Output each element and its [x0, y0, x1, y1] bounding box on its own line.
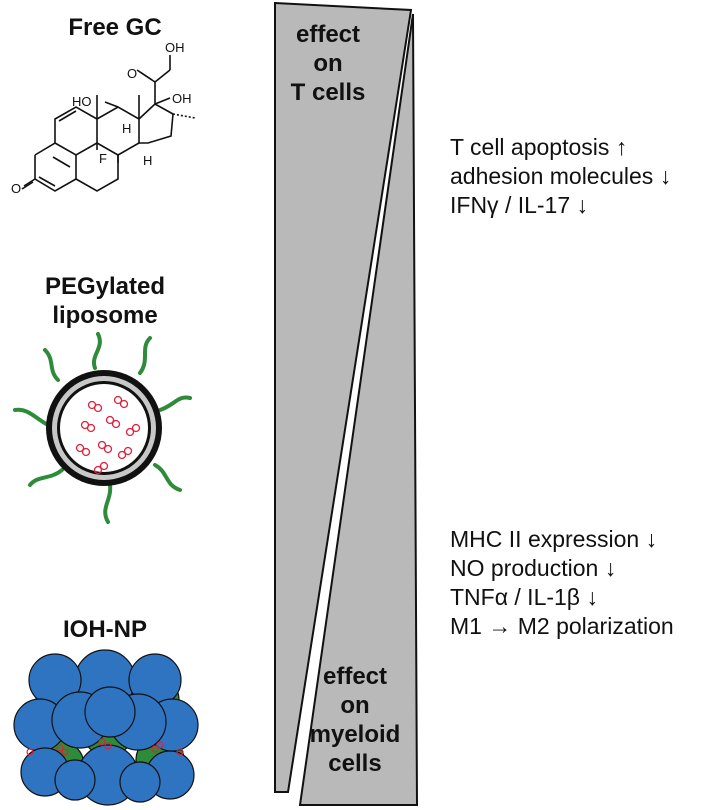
down-arrow-icon: ↓ [576, 192, 589, 218]
myeloid-effect-item: MHC II expression ↓ [450, 526, 658, 552]
effect-gradient-bar [274, 1, 419, 806]
t-cell-effect-item: IFNγ / IL-17 ↓ [450, 192, 589, 218]
down-arrow-icon: ↓ [604, 555, 617, 581]
t-cell-effects-list: T cell apoptosis ↑ adhesion molecules ↓ … [450, 133, 671, 220]
t-cell-wedge [274, 1, 413, 793]
ioh-nanoparticle-graphic [13, 649, 199, 806]
atom-f-9: F [99, 151, 107, 166]
down-arrow-icon: ↓ [645, 526, 658, 552]
t-cell-effect-item: T cell apoptosis ↑ [450, 134, 628, 160]
pegylated-liposome-label: PEGylated liposome [20, 272, 190, 330]
wedge-bottom-line4: cells [328, 750, 382, 777]
ioh-np-label: IOH-NP [63, 616, 147, 643]
liposome-core [60, 384, 148, 472]
wedge-bottom-label: effect on myeloid cells [305, 662, 405, 778]
down-arrow-icon: ↓ [659, 163, 672, 189]
down-arrow-icon: ↓ [586, 584, 598, 610]
myeloid-effect-item: NO production ↓ [450, 555, 617, 581]
atom-h-14: H [143, 153, 152, 168]
liposome-label-line1: PEGylated [44, 273, 166, 300]
glucocorticoid-structure [21, 55, 196, 192]
t-cell-effect-item: adhesion molecules ↓ [450, 163, 672, 189]
myeloid-effects-list: MHC II expression ↓ NO production ↓ TNFα… [450, 525, 674, 641]
peg-chains [13, 332, 192, 524]
wedge-top-line2: on [313, 50, 343, 77]
wedge-bottom-line2: on [340, 692, 370, 719]
encapsulated-drug [75, 395, 141, 475]
wedge-bottom-line3: myeloid [309, 721, 401, 748]
atom-ho-11: HO [72, 94, 92, 109]
molecule-atom-labels: OH O OH HO H H F O [11, 40, 192, 196]
wedge-top-label: effect on T cells [278, 20, 378, 107]
up-arrow-icon: ↑ [615, 134, 628, 160]
liposome-label-line2: liposome [52, 302, 158, 329]
wedge-bottom-line1: effect [322, 663, 388, 690]
myeloid-effect-item: M1 → M2 polarization [450, 613, 674, 639]
wedge-top-line1: effect [295, 21, 361, 48]
pegylated-liposome-graphic [13, 332, 192, 524]
free-gc-label: Free GC [68, 14, 162, 41]
atom-oh-top: OH [165, 40, 185, 55]
nanoparticle-drug [26, 738, 184, 756]
wedge-top-line3: T cells [290, 79, 366, 106]
myeloid-effect-item: TNFα / IL-1β ↓ [450, 584, 598, 610]
atom-o-3: O [11, 181, 21, 196]
atom-oh-17: OH [172, 91, 192, 106]
atom-h-8: H [122, 121, 131, 136]
myeloid-wedge [298, 13, 419, 806]
atom-o-keto: O [127, 66, 137, 81]
